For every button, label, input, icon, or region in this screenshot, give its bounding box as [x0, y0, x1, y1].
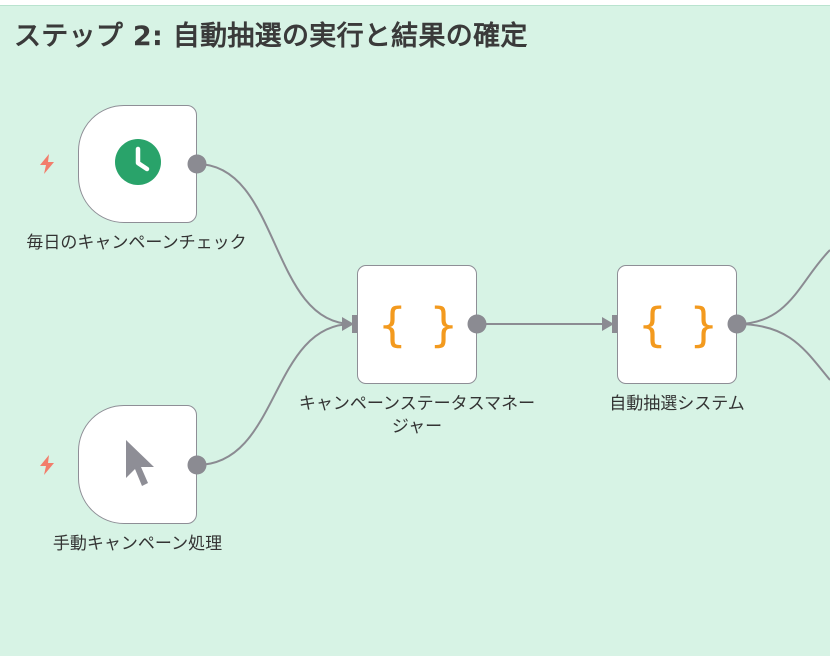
code-braces-icon: { } [638, 297, 717, 352]
sticky-note-title: ステップ 2: 自動抽選の実行と結果の確定 [14, 21, 528, 52]
node-daily-campaign-check[interactable] [78, 105, 197, 223]
trigger-bolt-icon [38, 153, 56, 179]
connection-manual-to-status[interactable] [196, 323, 353, 466]
node-label-auto-lottery-system: 自動抽選システム [609, 394, 745, 414]
daily-output-handle[interactable] [187, 154, 207, 174]
lottery-input-handle[interactable] [612, 315, 620, 333]
status-input-handle[interactable] [352, 315, 360, 333]
node-campaign-status-manager[interactable]: { } [357, 265, 477, 384]
connection-lottery-out-top[interactable] [736, 249, 830, 325]
connection-daily-to-status[interactable] [196, 163, 353, 325]
node-label-manual-campaign: 手動キャンペーン処理 [52, 534, 223, 554]
cursor-icon [122, 438, 158, 492]
arrowhead-status-input [342, 317, 354, 331]
clock-icon [114, 138, 162, 190]
trigger-bolt-icon [38, 454, 56, 480]
node-label-campaign-status-manager: キャンペーンステータスマネージャー [298, 394, 536, 437]
status-output-handle[interactable] [467, 314, 487, 334]
connection-lottery-out-bottom[interactable] [736, 323, 830, 381]
manual-output-handle[interactable] [187, 455, 207, 475]
node-auto-lottery-system[interactable]: { } [617, 265, 737, 384]
code-braces-icon: { } [378, 297, 457, 352]
lottery-output-handle[interactable] [727, 314, 747, 334]
node-label-daily-campaign-check: 毎日のキャンペーンチェック [26, 233, 247, 253]
arrowhead-lottery-input [602, 317, 614, 331]
node-manual-campaign[interactable] [78, 405, 197, 524]
